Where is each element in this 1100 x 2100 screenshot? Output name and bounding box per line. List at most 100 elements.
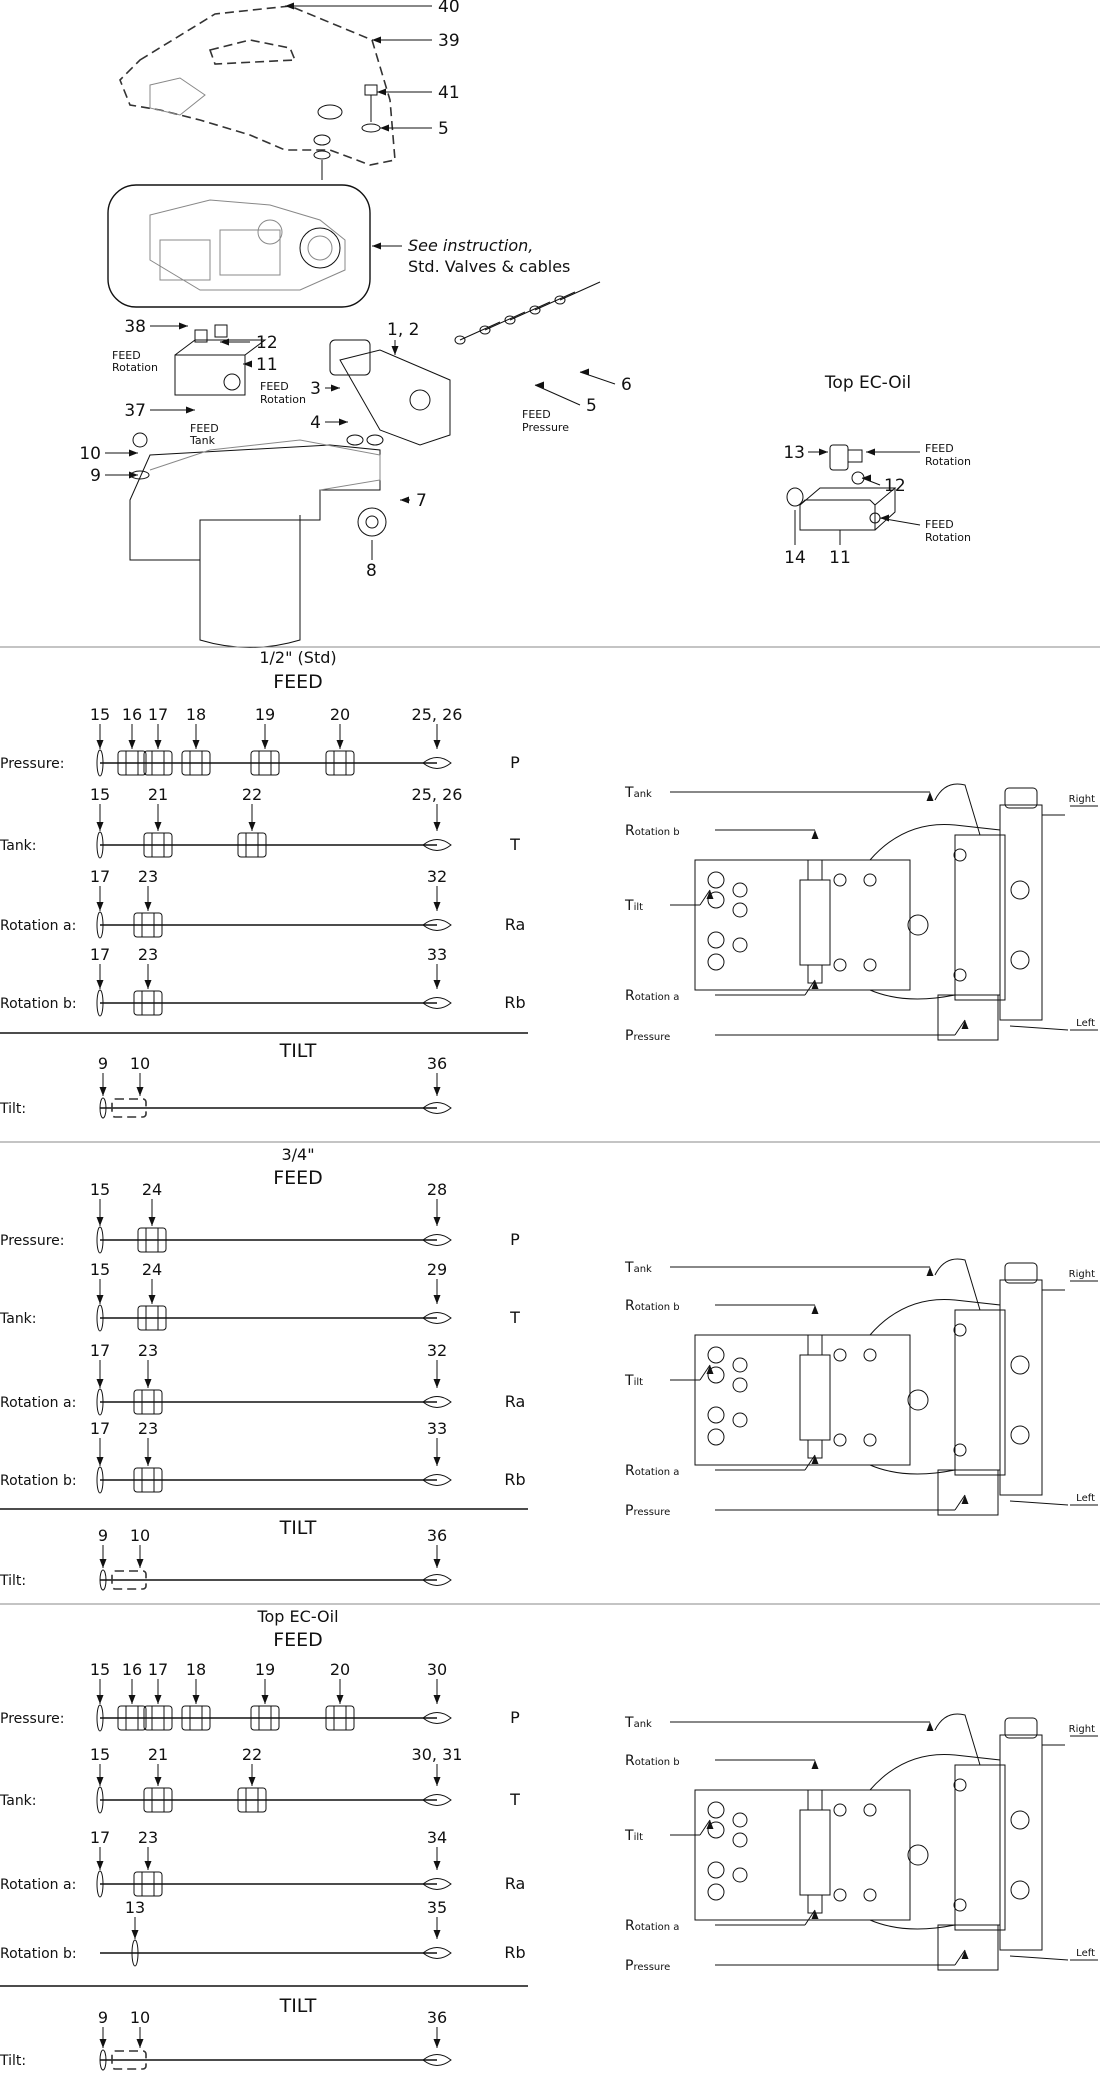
port-label-text: Rotation a xyxy=(625,1918,679,1934)
part-number: 17 xyxy=(148,705,168,724)
part-number: 23 xyxy=(138,1828,158,1847)
arrow-head xyxy=(535,381,544,389)
port-leader xyxy=(954,1494,966,1511)
part-number: 30, 31 xyxy=(412,1745,463,1764)
part-number: 36 xyxy=(427,1054,447,1073)
hose-end-ring xyxy=(422,1947,452,1959)
port-code: Rb xyxy=(504,1470,525,1489)
arrow-head xyxy=(99,2039,107,2048)
part-number: 28 xyxy=(427,1180,447,1199)
hose-end-ring xyxy=(422,919,452,931)
port-label-tilt: Tilt xyxy=(624,1364,714,1389)
port-code: Rb xyxy=(504,1943,525,1962)
part-number: 10 xyxy=(130,1054,150,1073)
part-number: 17 xyxy=(90,1341,110,1360)
arrow-head xyxy=(148,1295,156,1304)
part-number: 21 xyxy=(148,1745,168,1764)
port-leader xyxy=(804,1909,816,1926)
port-label-rotation-b: Rotation b xyxy=(625,823,819,839)
part-number: 30 xyxy=(427,1660,447,1679)
fitting-part xyxy=(111,1570,147,1590)
row-label: Tank: xyxy=(0,838,37,854)
feed-label-sub: Rotation xyxy=(112,361,158,374)
std-valves-sketch xyxy=(149,199,346,291)
row-label: Tilt: xyxy=(0,1573,26,1589)
port-line xyxy=(1009,1500,1069,1506)
callout-number: 14 xyxy=(784,548,806,568)
port-label-text: Pressure xyxy=(625,1503,670,1519)
arrow-head xyxy=(144,1379,152,1388)
part-number: 23 xyxy=(138,1341,158,1360)
part-number: 10 xyxy=(130,1526,150,1545)
arrow-head xyxy=(433,1777,441,1786)
port-label-tilt: Tilt xyxy=(624,1819,714,1844)
row-label: Tilt: xyxy=(0,2053,26,2069)
fitting-part xyxy=(117,750,147,776)
arrow-head xyxy=(96,980,104,989)
arrow-head xyxy=(148,1217,156,1226)
arrow-head xyxy=(331,384,340,392)
arrow-head xyxy=(154,740,162,749)
fitting-part xyxy=(237,1787,267,1813)
part-number: 9 xyxy=(98,1054,108,1073)
hose-end-ring xyxy=(422,1794,452,1806)
port-label-rotation-b: Rotation b xyxy=(625,1753,819,1769)
fitting-part xyxy=(181,750,211,776)
side-label-right: Right xyxy=(1069,794,1095,805)
callout-number: 4 xyxy=(310,413,321,433)
feed-label: FEED xyxy=(190,422,219,435)
part-number: 15 xyxy=(90,785,110,804)
callout-number: 10 xyxy=(79,444,101,464)
arrow-head xyxy=(961,1020,969,1029)
callout-number: 6 xyxy=(621,375,632,395)
callout-number: 3 xyxy=(310,379,321,399)
feed-label-sub: Rotation xyxy=(925,531,971,544)
arrow-head xyxy=(96,1457,104,1466)
bolt xyxy=(559,281,601,301)
part-number: 33 xyxy=(427,1419,447,1438)
port-label-text: Tank xyxy=(624,1260,652,1276)
port-line xyxy=(1009,1025,1069,1031)
arrow-head xyxy=(99,1087,107,1096)
part-number: 24 xyxy=(142,1260,162,1279)
port-label-pressure: Pressure xyxy=(625,1949,969,1974)
callout-number: 11 xyxy=(829,548,851,568)
arrow-head xyxy=(433,1930,441,1939)
arrow-head xyxy=(131,1930,139,1939)
fitting-part xyxy=(250,1705,280,1731)
part-number: 17 xyxy=(90,1828,110,1847)
part-number: 32 xyxy=(427,1341,447,1360)
arrow-head xyxy=(961,1495,969,1504)
feed-heading: FEED xyxy=(273,671,323,693)
arrow-head xyxy=(220,338,229,346)
arrow-head xyxy=(819,448,828,456)
part-number: 23 xyxy=(138,1419,158,1438)
port-leader xyxy=(699,1364,711,1381)
port-code: Rb xyxy=(504,993,525,1012)
cover-plate xyxy=(119,5,396,166)
arrow-head xyxy=(261,740,269,749)
port-leader xyxy=(954,1949,966,1966)
port-leader xyxy=(954,1019,966,1036)
port-label-text: Tilt xyxy=(624,1373,643,1389)
part-number: 25, 26 xyxy=(412,785,463,804)
cover-bracket xyxy=(149,77,206,116)
port-label-pressure: Pressure xyxy=(625,1019,969,1044)
arrow-head xyxy=(192,1695,200,1704)
port-code: Ra xyxy=(505,915,526,934)
